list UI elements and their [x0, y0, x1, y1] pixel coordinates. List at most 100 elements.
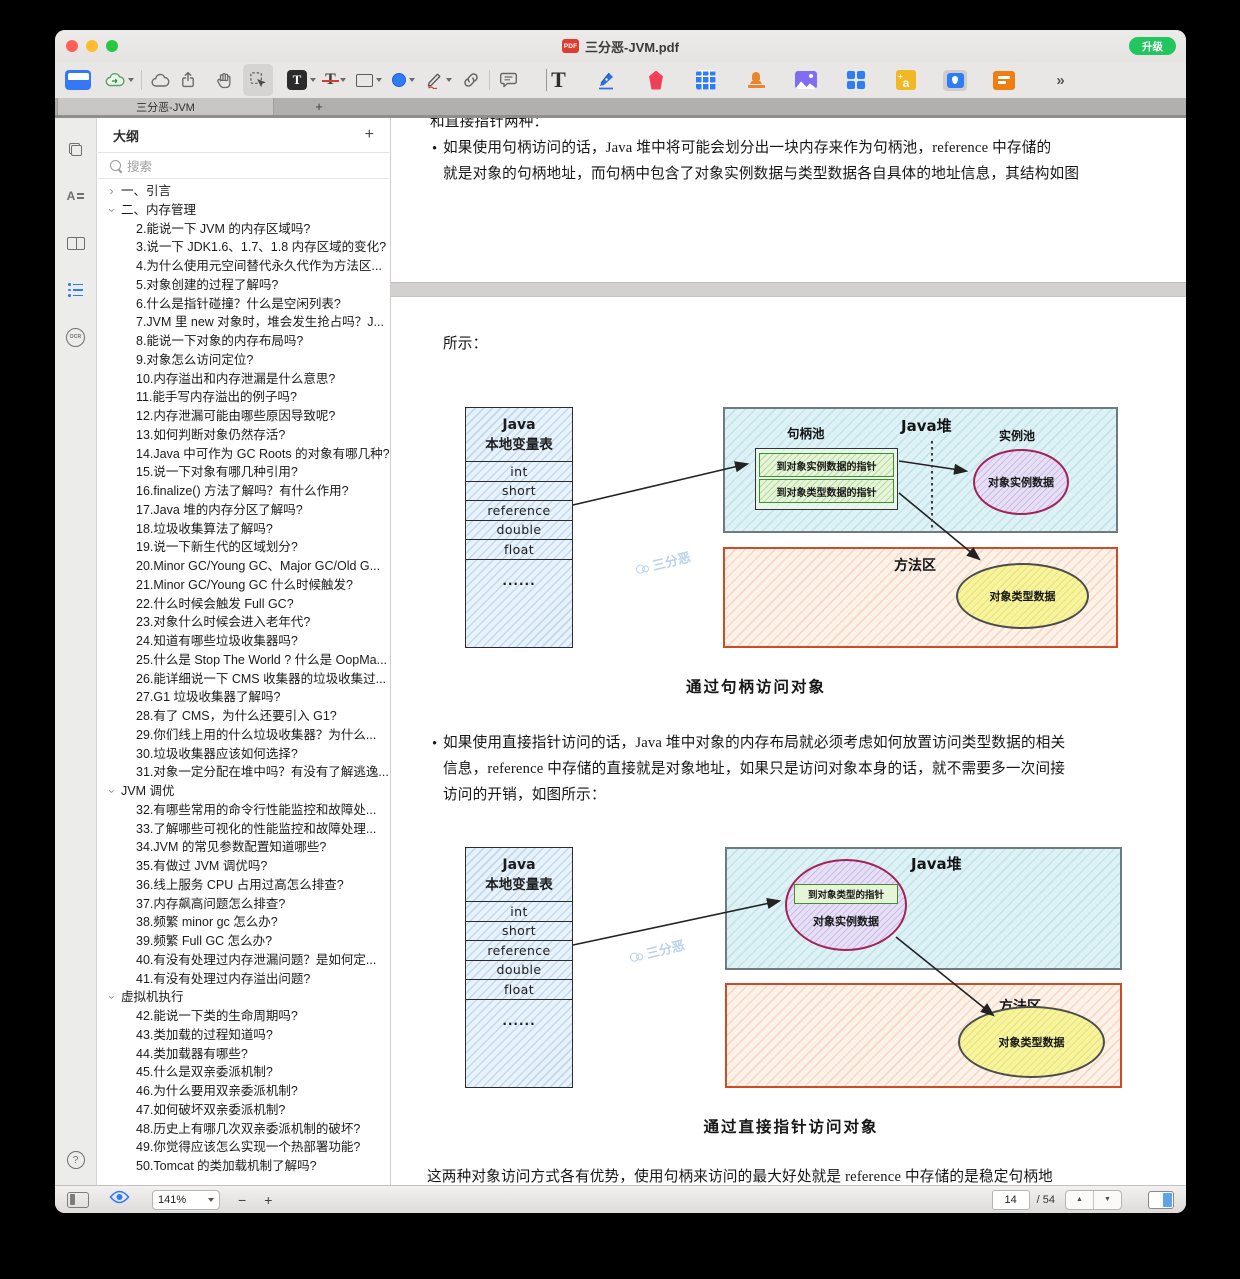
highlight-text-button[interactable]: T	[287, 67, 316, 93]
outline-item[interactable]: 31.对象一定分配在堆中吗？有没有了解逃逸...	[97, 763, 390, 782]
outline-item[interactable]: 11.能手写内存溢出的例子吗?	[97, 388, 390, 407]
outline-item[interactable]: 19.说一下新生代的区域划分?	[97, 538, 390, 557]
outline-item[interactable]: 16.finalize() 方法了解吗？有什么作用?	[97, 482, 390, 501]
outline-item[interactable]: 17.Java 堆的内存分区了解吗?	[97, 501, 390, 520]
chevron-expanded-icon[interactable]: ›	[104, 995, 119, 1000]
apps-grid-button[interactable]	[845, 67, 867, 93]
upgrade-button[interactable]: 升级	[1129, 37, 1176, 55]
outline-item[interactable]: 41.有没有处理过内存溢出问题?	[97, 970, 390, 989]
outline-item[interactable]: 29.你们线上用的什么垃圾收集器？为什么...	[97, 726, 390, 745]
outline-item[interactable]: 7.JVM 里 new 对象时，堆会发生抢占吗？J...	[97, 313, 390, 332]
outline-item[interactable]: 48.历史上有哪几次双亲委派机制的破坏?	[97, 1120, 390, 1139]
outline-item[interactable]: 32.有哪些常用的命令行性能监控和故障处...	[97, 801, 390, 820]
chevron-collapsed-icon[interactable]: ›	[109, 184, 114, 198]
outline-item[interactable]: 39.频繁 Full GC 怎么办?	[97, 932, 390, 951]
next-page-button[interactable]: ▼	[1104, 1196, 1111, 1203]
cloud-button[interactable]	[149, 67, 171, 93]
zoom-out-button[interactable]: −	[238, 1191, 247, 1208]
translate-tool-button[interactable]: +a	[895, 67, 917, 93]
strikethrough-button[interactable]: T	[322, 67, 346, 93]
pen-tool-button[interactable]	[425, 67, 452, 93]
stamp-tool-button[interactable]	[745, 67, 767, 93]
right-panel-toggle[interactable]	[1148, 1190, 1174, 1209]
annotations-view-button[interactable]: A	[67, 187, 85, 205]
outline-item[interactable]: 33.了解哪些可视化的性能监控和故障处理...	[97, 820, 390, 839]
outline-item[interactable]: 25.什么是 Stop The World ? 什么是 OopMa...	[97, 651, 390, 670]
outline-item[interactable]: 43.类加载的过程知道吗?	[97, 1026, 390, 1045]
outline-item[interactable]: 2.能说一下 JVM 的内存区域吗?	[97, 220, 390, 239]
tab-active[interactable]: 三分恶-JVM	[57, 98, 274, 115]
signature-tool-button[interactable]	[595, 67, 617, 93]
outline-item[interactable]: 34.JVM 的常见参数配置知道哪些?	[97, 838, 390, 857]
rectangle-tool-button[interactable]	[356, 67, 382, 93]
tag-tool-button[interactable]	[645, 67, 667, 93]
outline-item[interactable]: 27.G1 垃圾收集器了解吗?	[97, 688, 390, 707]
outline-item[interactable]: 8.能说一下对象的内存布局吗?	[97, 332, 390, 351]
ellipse-tool-button[interactable]	[392, 67, 415, 93]
outline-item[interactable]: 38.频繁 minor gc 怎么办?	[97, 913, 390, 932]
fullscreen-button[interactable]	[106, 40, 118, 52]
chevron-expanded-icon[interactable]: ›	[104, 208, 119, 213]
outline-item[interactable]: 47.如何破坏双亲委派机制?	[97, 1101, 390, 1120]
outline-item[interactable]: 22.什么时候会触发 Full GC?	[97, 595, 390, 614]
outline-item[interactable]: 45.什么是双亲委派机制?	[97, 1063, 390, 1082]
outline-item[interactable]: 3.说一下 JDK1.6、1.7、1.8 内存区域的变化?	[97, 238, 390, 257]
outline-item[interactable]: 26.能详细说一下 CMS 收集器的垃圾收集过...	[97, 670, 390, 689]
help-button[interactable]: ?	[55, 1151, 96, 1169]
outline-item[interactable]: 4.为什么使用元空间替代永久代作为方法区...	[97, 257, 390, 276]
outline-item[interactable]: 24.知道有哪些垃圾收集器吗?	[97, 632, 390, 651]
outline-item[interactable]: 6.什么是指针碰撞？什么是空闲列表?	[97, 295, 390, 314]
outline-section[interactable]: ›JVM 调优	[97, 782, 390, 801]
toolbar-more-button[interactable]: »	[1049, 67, 1071, 93]
outline-item[interactable]: 10.内存溢出和内存泄漏是什么意思?	[97, 370, 390, 389]
new-tab-button[interactable]: +	[315, 99, 323, 114]
outline-item[interactable]: 42.能说一下类的生命周期吗?	[97, 1007, 390, 1026]
outline-item[interactable]: 9.对象怎么访问定位?	[97, 351, 390, 370]
page-number-input[interactable]: 14	[991, 1189, 1030, 1210]
previous-page-button[interactable]: ▲	[1066, 1190, 1094, 1209]
outline-item[interactable]: 46.为什么要用双亲委派机制?	[97, 1082, 390, 1101]
outline-item[interactable]: 44.类加载器有哪些?	[97, 1045, 390, 1064]
ink-drop-tool-button[interactable]	[943, 67, 967, 93]
outline-item[interactable]: 5.对象创建的过程了解吗?	[97, 276, 390, 295]
chevron-expanded-icon[interactable]: ›	[104, 789, 119, 794]
zoom-in-button[interactable]: +	[264, 1191, 273, 1208]
outline-item[interactable]: 28.有了 CMS，为什么还要引入 G1?	[97, 707, 390, 726]
bookmarks-view-button[interactable]	[66, 234, 85, 252]
outline-section[interactable]: ›二、内存管理	[97, 201, 390, 220]
thumbnails-view-button[interactable]	[69, 140, 82, 158]
outline-item[interactable]: 36.线上服务 CPU 占用过高怎么排查?	[97, 876, 390, 895]
pdf-content[interactable]: 和直接指针两种： • 如果使用句柄访问的话，Java 堆中将可能会划分出一块内存…	[391, 118, 1186, 1185]
outline-item[interactable]: 20.Minor GC/Young GC、Major GC/Old G...	[97, 557, 390, 576]
outline-item[interactable]: 21.Minor GC/Young GC 什么时候触发?	[97, 576, 390, 595]
outline-item[interactable]: 30.垃圾收集器应该如何选择?	[97, 745, 390, 764]
zoom-select[interactable]: 141%	[152, 1189, 220, 1210]
close-button[interactable]	[66, 40, 78, 52]
image-tool-button[interactable]	[795, 67, 817, 93]
outline-item[interactable]: 18.垃圾收集算法了解吗?	[97, 520, 390, 539]
outline-item[interactable]: 15.说一下对象有哪几种引用?	[97, 463, 390, 482]
outline-item[interactable]: 35.有做过 JVM 调优吗?	[97, 857, 390, 876]
sidebar-toggle-button[interactable]	[65, 67, 91, 93]
select-tool-button[interactable]	[243, 64, 273, 96]
comment-tool-button[interactable]	[497, 67, 519, 93]
outline-item[interactable]: 14.Java 中可作为 GC Roots 的对象有哪几种?	[97, 445, 390, 464]
add-outline-button[interactable]: +	[364, 126, 374, 143]
text-tool-button[interactable]: T	[545, 67, 567, 93]
minimize-button[interactable]	[86, 40, 98, 52]
outline-item[interactable]: 12.内存泄漏可能由哪些原因导致呢?	[97, 407, 390, 426]
ocr-button[interactable]: OCR	[66, 327, 85, 347]
outline-item[interactable]: 23.对象什么时候会进入老年代?	[97, 613, 390, 632]
outline-item[interactable]: 13.如何判断对象仍然存活?	[97, 426, 390, 445]
link-tool-button[interactable]	[460, 67, 482, 93]
hand-tool-button[interactable]	[213, 67, 235, 93]
outline-view-button[interactable]	[68, 281, 83, 299]
outline-search-field[interactable]: 搜索	[98, 152, 389, 179]
outline-section[interactable]: ›一、引言	[97, 182, 390, 201]
outline-item[interactable]: 50.Tomcat 的类加载机制了解吗?	[97, 1157, 390, 1176]
share-button[interactable]	[177, 67, 199, 93]
cloud-sync-button[interactable]	[105, 67, 134, 93]
table-tool-button[interactable]	[695, 67, 717, 93]
bottom-sidebar-toggle[interactable]	[67, 1191, 89, 1208]
summary-tool-button[interactable]	[993, 67, 1015, 93]
